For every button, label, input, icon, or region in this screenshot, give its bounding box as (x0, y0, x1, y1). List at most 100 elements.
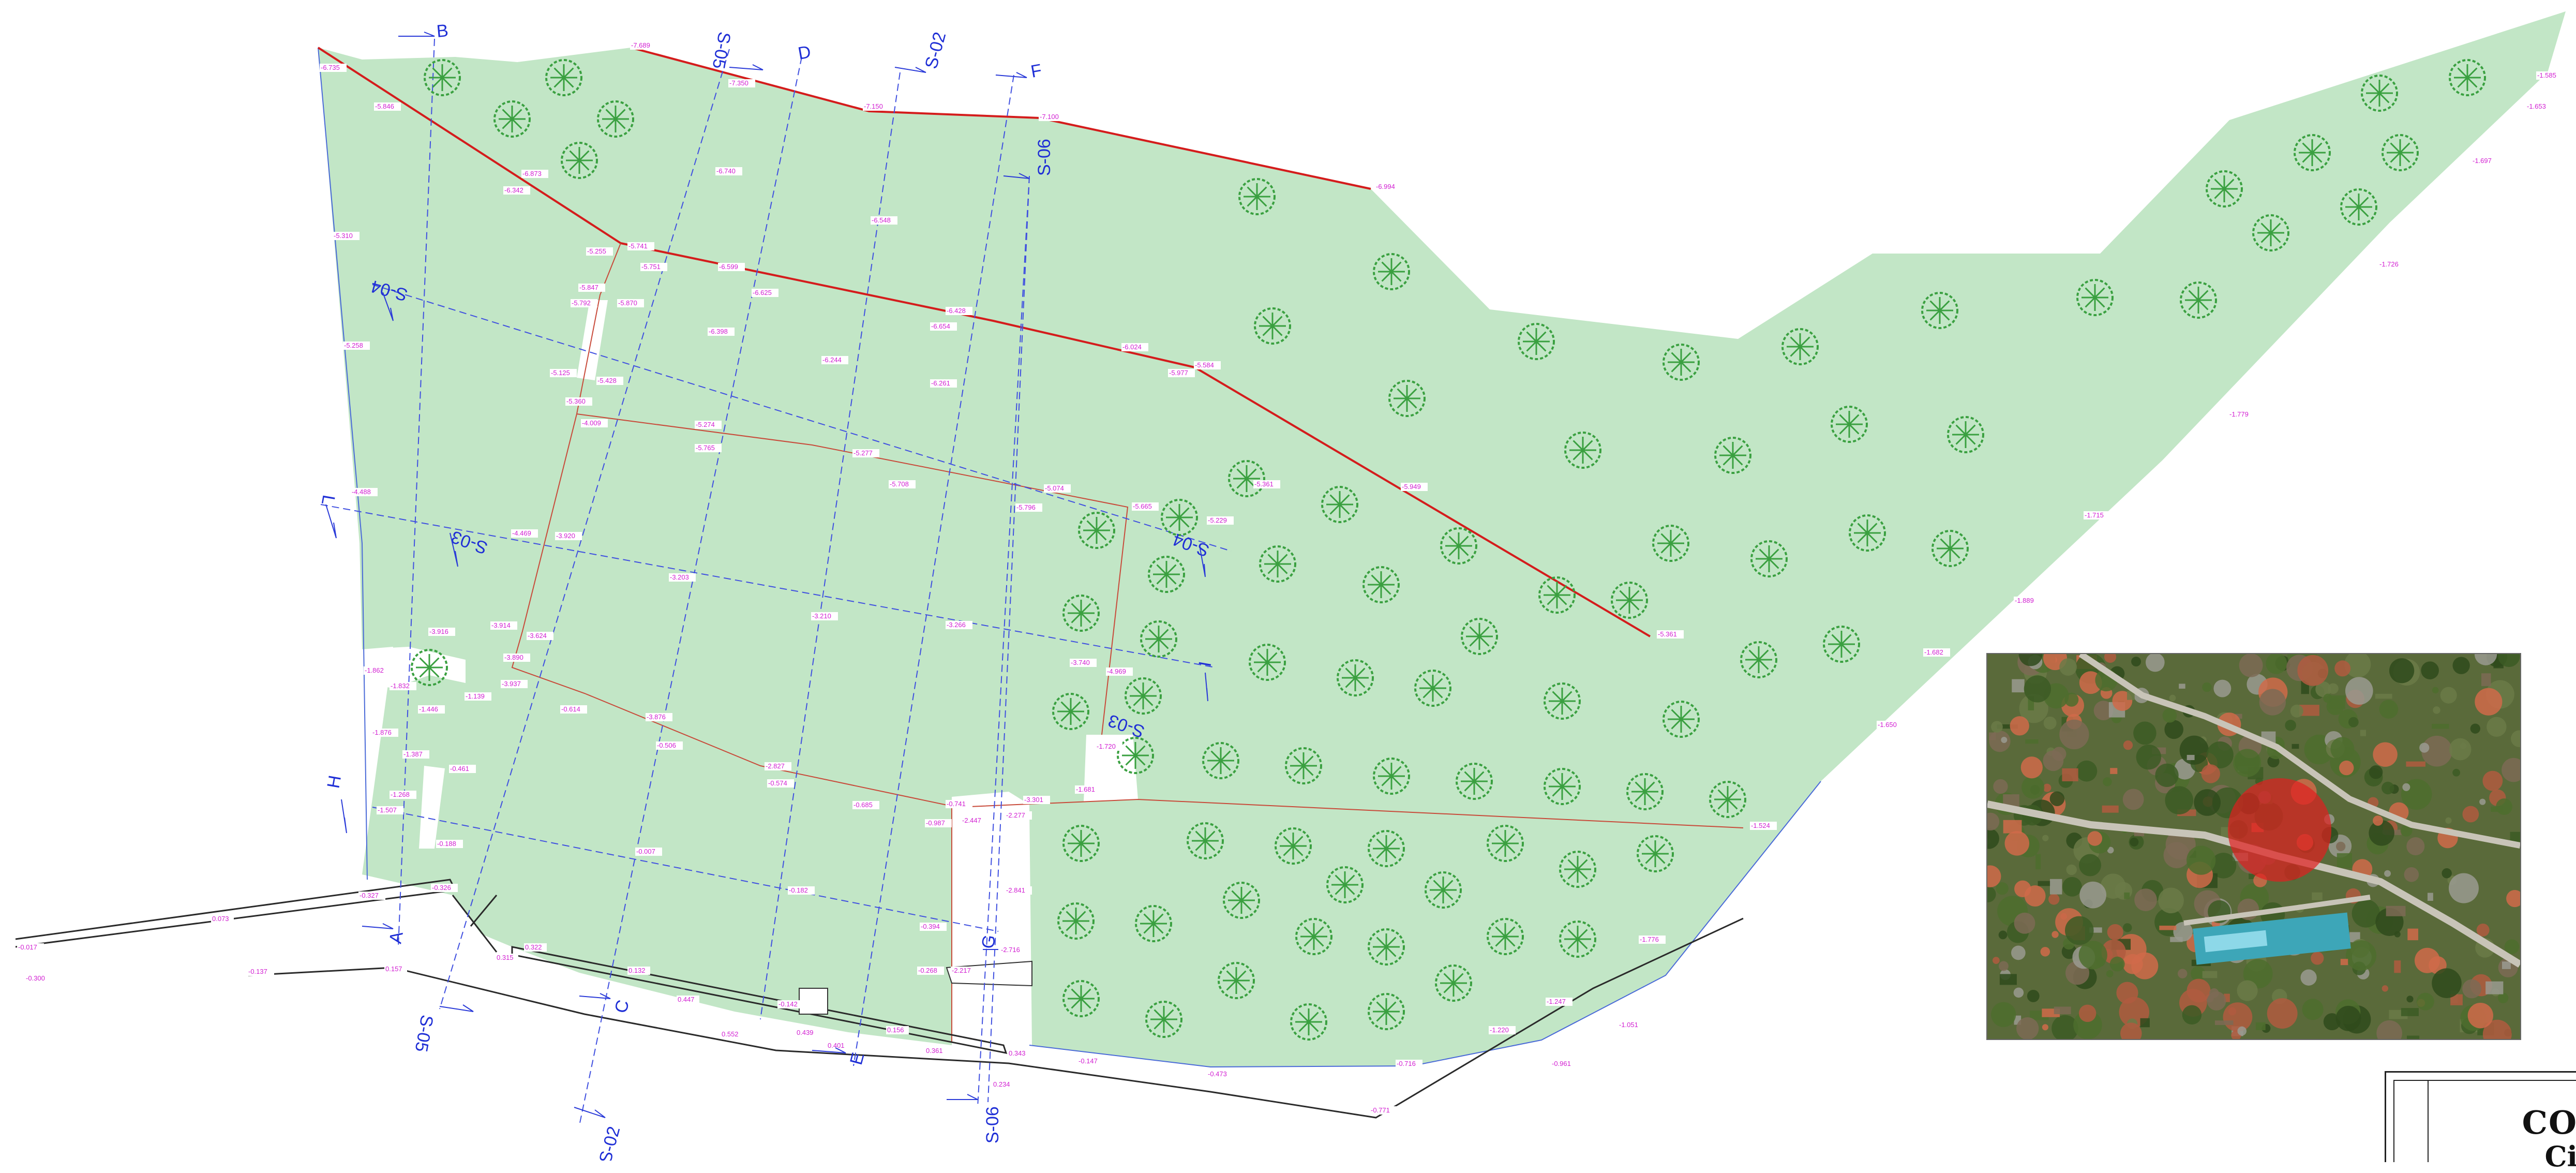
elevation-label: -0.473 (1207, 1070, 1234, 1078)
elevation-value: -0.394 (921, 923, 940, 930)
elevation-value: -6.735 (321, 64, 340, 71)
elevation-value: -5.665 (1133, 502, 1152, 510)
elevation-value: -1.507 (378, 806, 397, 814)
section-label-s05-bottom: S-05 (411, 1014, 437, 1053)
elevation-label: 0.156 (886, 1026, 909, 1034)
elevation-label: -2.447 (961, 816, 988, 825)
elevation-label: -1.889 (2014, 597, 2041, 605)
elevation-value: 0.157 (385, 965, 402, 973)
elevation-label: -5.847 (578, 284, 605, 292)
elevation-value: -7.150 (864, 102, 883, 110)
elevation-label: -5.870 (617, 299, 644, 307)
elevation-value: -4.469 (512, 529, 531, 537)
elevation-label: -3.210 (811, 612, 838, 620)
elevation-value: -1.268 (391, 791, 410, 798)
elevation-label: -5.949 (1401, 483, 1428, 491)
elevation-value: -0.017 (18, 943, 37, 951)
elevation-value: -5.870 (618, 299, 637, 307)
elevation-label: -6.261 (930, 379, 957, 388)
elevation-label: -0.394 (920, 923, 947, 931)
elevation-value: -3.914 (491, 621, 511, 629)
elevation-label: 0.343 (1008, 1049, 1030, 1058)
elevation-label: -1.776 (1639, 936, 1666, 944)
elevation-label: -1.268 (390, 791, 416, 799)
elevation-label: 0.552 (721, 1030, 743, 1038)
elevation-value: -3.624 (528, 632, 547, 640)
elevation-label: -1.726 (2378, 260, 2405, 269)
elevation-value: -0.300 (26, 974, 45, 982)
elevation-value: -3.301 (1024, 796, 1043, 804)
elevation-value: 0.073 (212, 915, 229, 923)
elevation-value: -3.920 (556, 532, 575, 540)
elevation-value: -6.244 (822, 356, 842, 364)
elevation-value: -0.506 (657, 741, 676, 749)
marker-e: E (846, 1050, 868, 1067)
elevation-value: -6.654 (931, 322, 950, 330)
elevation-value: -5.258 (344, 341, 363, 349)
elevation-value: -4.009 (582, 419, 601, 427)
elevation-label: -3.920 (555, 532, 582, 540)
elevation-label: -7.150 (863, 102, 890, 111)
elevation-label: -6.398 (708, 328, 735, 336)
elevation-value: -6.625 (753, 289, 772, 296)
elevation-label: -1.446 (418, 705, 445, 714)
elevation-label: -6.625 (752, 289, 778, 297)
elevation-label: -5.796 (1015, 503, 1042, 512)
elevation-value: -1.876 (372, 729, 392, 736)
elevation-label: -0.685 (852, 801, 879, 809)
elevation-value: -3.876 (647, 713, 666, 721)
elevation-value: -2.841 (1006, 886, 1025, 894)
elevation-value: -1.726 (2379, 260, 2399, 268)
elevation-label: -2.716 (1000, 946, 1027, 954)
title-main: CO (2522, 1104, 2576, 1141)
elevation-label: -0.327 (358, 892, 385, 900)
elevation-label: -1.387 (402, 750, 429, 759)
elevation-value: -1.720 (1097, 743, 1116, 750)
elevation-label: -6.548 (871, 216, 897, 225)
elevation-value: 0.361 (926, 1047, 943, 1055)
elevation-value: 0.552 (722, 1030, 739, 1038)
elevation-label: -5.741 (627, 242, 654, 250)
elevation-label: -6.654 (930, 322, 957, 331)
elevation-label: -3.937 (501, 680, 528, 688)
elevation-label: -3.890 (503, 654, 530, 662)
elevation-value: -1.889 (2015, 597, 2034, 604)
elevation-label: -1.524 (1750, 822, 1777, 830)
elevation-label: -5.765 (695, 444, 722, 452)
elevation-value: -6.428 (947, 307, 966, 315)
elevation-value: -3.890 (504, 654, 523, 661)
elevation-value: -0.461 (450, 765, 469, 773)
elevation-value: -1.862 (365, 666, 384, 674)
elevation-label: -5.428 (596, 377, 623, 385)
elevation-label: -5.708 (889, 480, 916, 488)
elevation-value: -2.827 (766, 762, 785, 770)
elevation-label: 0.447 (677, 996, 699, 1004)
elevation-value: -6.398 (709, 328, 728, 335)
elevation-label: -0.961 (1551, 1060, 1578, 1068)
elevation-value: -1.387 (403, 750, 423, 758)
elevation-value: -0.741 (947, 800, 966, 808)
elevation-label: -4.488 (351, 488, 378, 496)
elevation-label: -1.650 (1877, 721, 1904, 729)
elevation-label: -5.074 (1044, 484, 1071, 493)
elevation-value: -5.847 (579, 284, 598, 291)
elevation-value: -2.716 (1001, 946, 1020, 954)
section-label-s02-top: S-02 (921, 30, 950, 71)
marker-d: D (797, 42, 813, 64)
elevation-label: -1.720 (1096, 743, 1122, 751)
location-marker (2228, 778, 2331, 882)
elevation-value: -0.771 (1371, 1106, 1390, 1114)
marker-h: H (323, 774, 345, 790)
elevation-label: -0.326 (431, 884, 458, 892)
elevation-label: -5.846 (374, 102, 401, 111)
elevation-label: -5.977 (1168, 369, 1195, 377)
elevation-value: -5.949 (1402, 483, 1421, 491)
elevation-value: -6.994 (1376, 183, 1395, 190)
elevation-value: -5.796 (1016, 503, 1036, 511)
elevation-label: -6.428 (946, 307, 972, 315)
elevation-value: -1.446 (419, 705, 438, 713)
elevation-label: -7.689 (630, 41, 657, 50)
elevation-value: -1.697 (2473, 157, 2492, 165)
elevation-label: -5.310 (333, 232, 360, 240)
elevation-value: -0.182 (789, 886, 808, 894)
